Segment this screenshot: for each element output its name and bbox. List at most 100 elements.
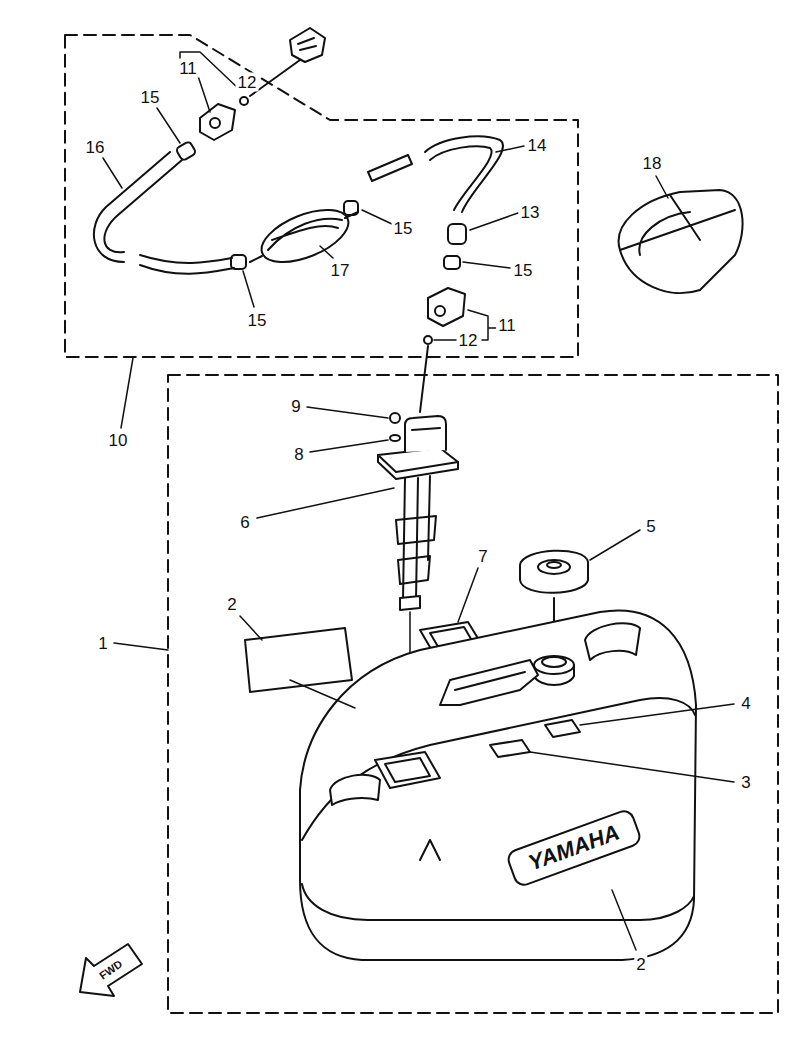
callout-number: 15 — [246, 311, 269, 330]
illustration-part — [412, 428, 440, 430]
illustration-part — [405, 416, 446, 452]
illustration-part — [620, 195, 735, 255]
illustration-part — [298, 38, 316, 50]
decal — [245, 628, 352, 692]
brand-logo: YAMAHA — [523, 820, 624, 876]
illustration-part — [428, 288, 465, 326]
illustration-part — [434, 339, 457, 341]
illustration-part — [424, 336, 432, 344]
illustration-part — [396, 516, 436, 584]
illustration-part — [121, 358, 133, 428]
illustration-part — [302, 698, 695, 840]
illustration-part — [420, 840, 440, 860]
illustration-part — [210, 118, 220, 128]
illustration-part — [240, 97, 248, 105]
illustration-part — [538, 560, 570, 574]
screw — [390, 413, 400, 423]
fuel-hose — [368, 136, 503, 212]
illustration-part — [496, 146, 524, 152]
illustration-part — [240, 616, 262, 640]
illustration-part — [455, 672, 525, 690]
callout-number: 10 — [107, 431, 130, 450]
illustration-part — [656, 176, 668, 198]
illustration-part — [580, 704, 734, 725]
illustration-part — [534, 665, 574, 685]
illustration-part — [542, 657, 566, 667]
illustration-part — [290, 680, 355, 708]
callout-number: 11 — [496, 316, 518, 335]
hose-connector — [420, 288, 465, 412]
illustration-part — [444, 256, 460, 269]
illustration-part — [310, 440, 388, 452]
callout-number: 2 — [634, 955, 647, 974]
fuel-tank — [300, 610, 696, 960]
callout-number: 15 — [512, 261, 535, 280]
brand-badge — [506, 809, 642, 888]
illustration-part — [368, 155, 412, 181]
illustration-part — [94, 152, 170, 262]
callout-number: 7 — [476, 547, 489, 566]
callout-number: 11 — [177, 59, 199, 78]
illustration-part — [243, 271, 254, 307]
illustration-part — [378, 448, 458, 472]
callout-number: 18 — [641, 154, 664, 173]
storage-bag — [619, 190, 743, 293]
washer — [390, 435, 400, 441]
illustration-part — [268, 219, 342, 250]
illustration-part — [375, 752, 440, 788]
illustration-part — [590, 530, 640, 560]
illustration-part — [435, 306, 445, 316]
illustration-part — [362, 210, 392, 224]
illustration-part — [520, 551, 588, 593]
hose-fitting — [250, 28, 325, 96]
callout-number: 14 — [526, 136, 549, 155]
illustration-part — [400, 596, 420, 610]
illustration-part — [463, 262, 510, 268]
illustration-part — [114, 643, 168, 650]
callout-number: 5 — [644, 517, 657, 536]
illustration-part — [257, 488, 394, 518]
callout-number: 4 — [739, 694, 752, 713]
illustration-part — [140, 265, 234, 274]
illustration-part — [545, 720, 580, 737]
callout-number: 13 — [519, 203, 542, 222]
callout-number: 16 — [84, 138, 107, 157]
illustration-part — [530, 752, 734, 782]
illustration-part — [320, 246, 333, 258]
illustration-part — [140, 255, 232, 263]
callout-number: 17 — [329, 261, 352, 280]
illustration-part — [378, 455, 458, 479]
callout-number: 1 — [96, 634, 109, 653]
callout-number: 3 — [739, 773, 752, 792]
illustration-part — [103, 158, 122, 188]
illustration-part — [585, 623, 640, 660]
fuel-hose — [94, 152, 234, 274]
illustration-part — [307, 407, 388, 418]
callout-number: 15 — [139, 88, 162, 107]
callout-number: 6 — [238, 513, 251, 532]
illustration-part — [330, 775, 380, 805]
illustration-part — [490, 740, 530, 757]
illustration-part — [425, 136, 503, 212]
callout-number: 12 — [236, 73, 259, 92]
leader-line — [103, 52, 734, 950]
illustration-part — [250, 212, 358, 262]
callout-number: 15 — [392, 219, 415, 238]
group-outline — [168, 375, 778, 1013]
illustration-part — [612, 890, 636, 950]
illustration-part — [420, 346, 428, 412]
fuel-sender — [378, 416, 458, 610]
illustration-part — [300, 610, 696, 960]
illustration-part — [302, 884, 694, 920]
group-outline — [65, 35, 578, 357]
illustration-part — [231, 255, 246, 269]
illustration-part — [619, 190, 743, 293]
illustration-part — [385, 758, 430, 782]
illustration-part — [470, 213, 518, 230]
illustration-part — [458, 568, 478, 622]
illustration-part — [440, 660, 538, 705]
callout-number: 9 — [289, 397, 302, 416]
